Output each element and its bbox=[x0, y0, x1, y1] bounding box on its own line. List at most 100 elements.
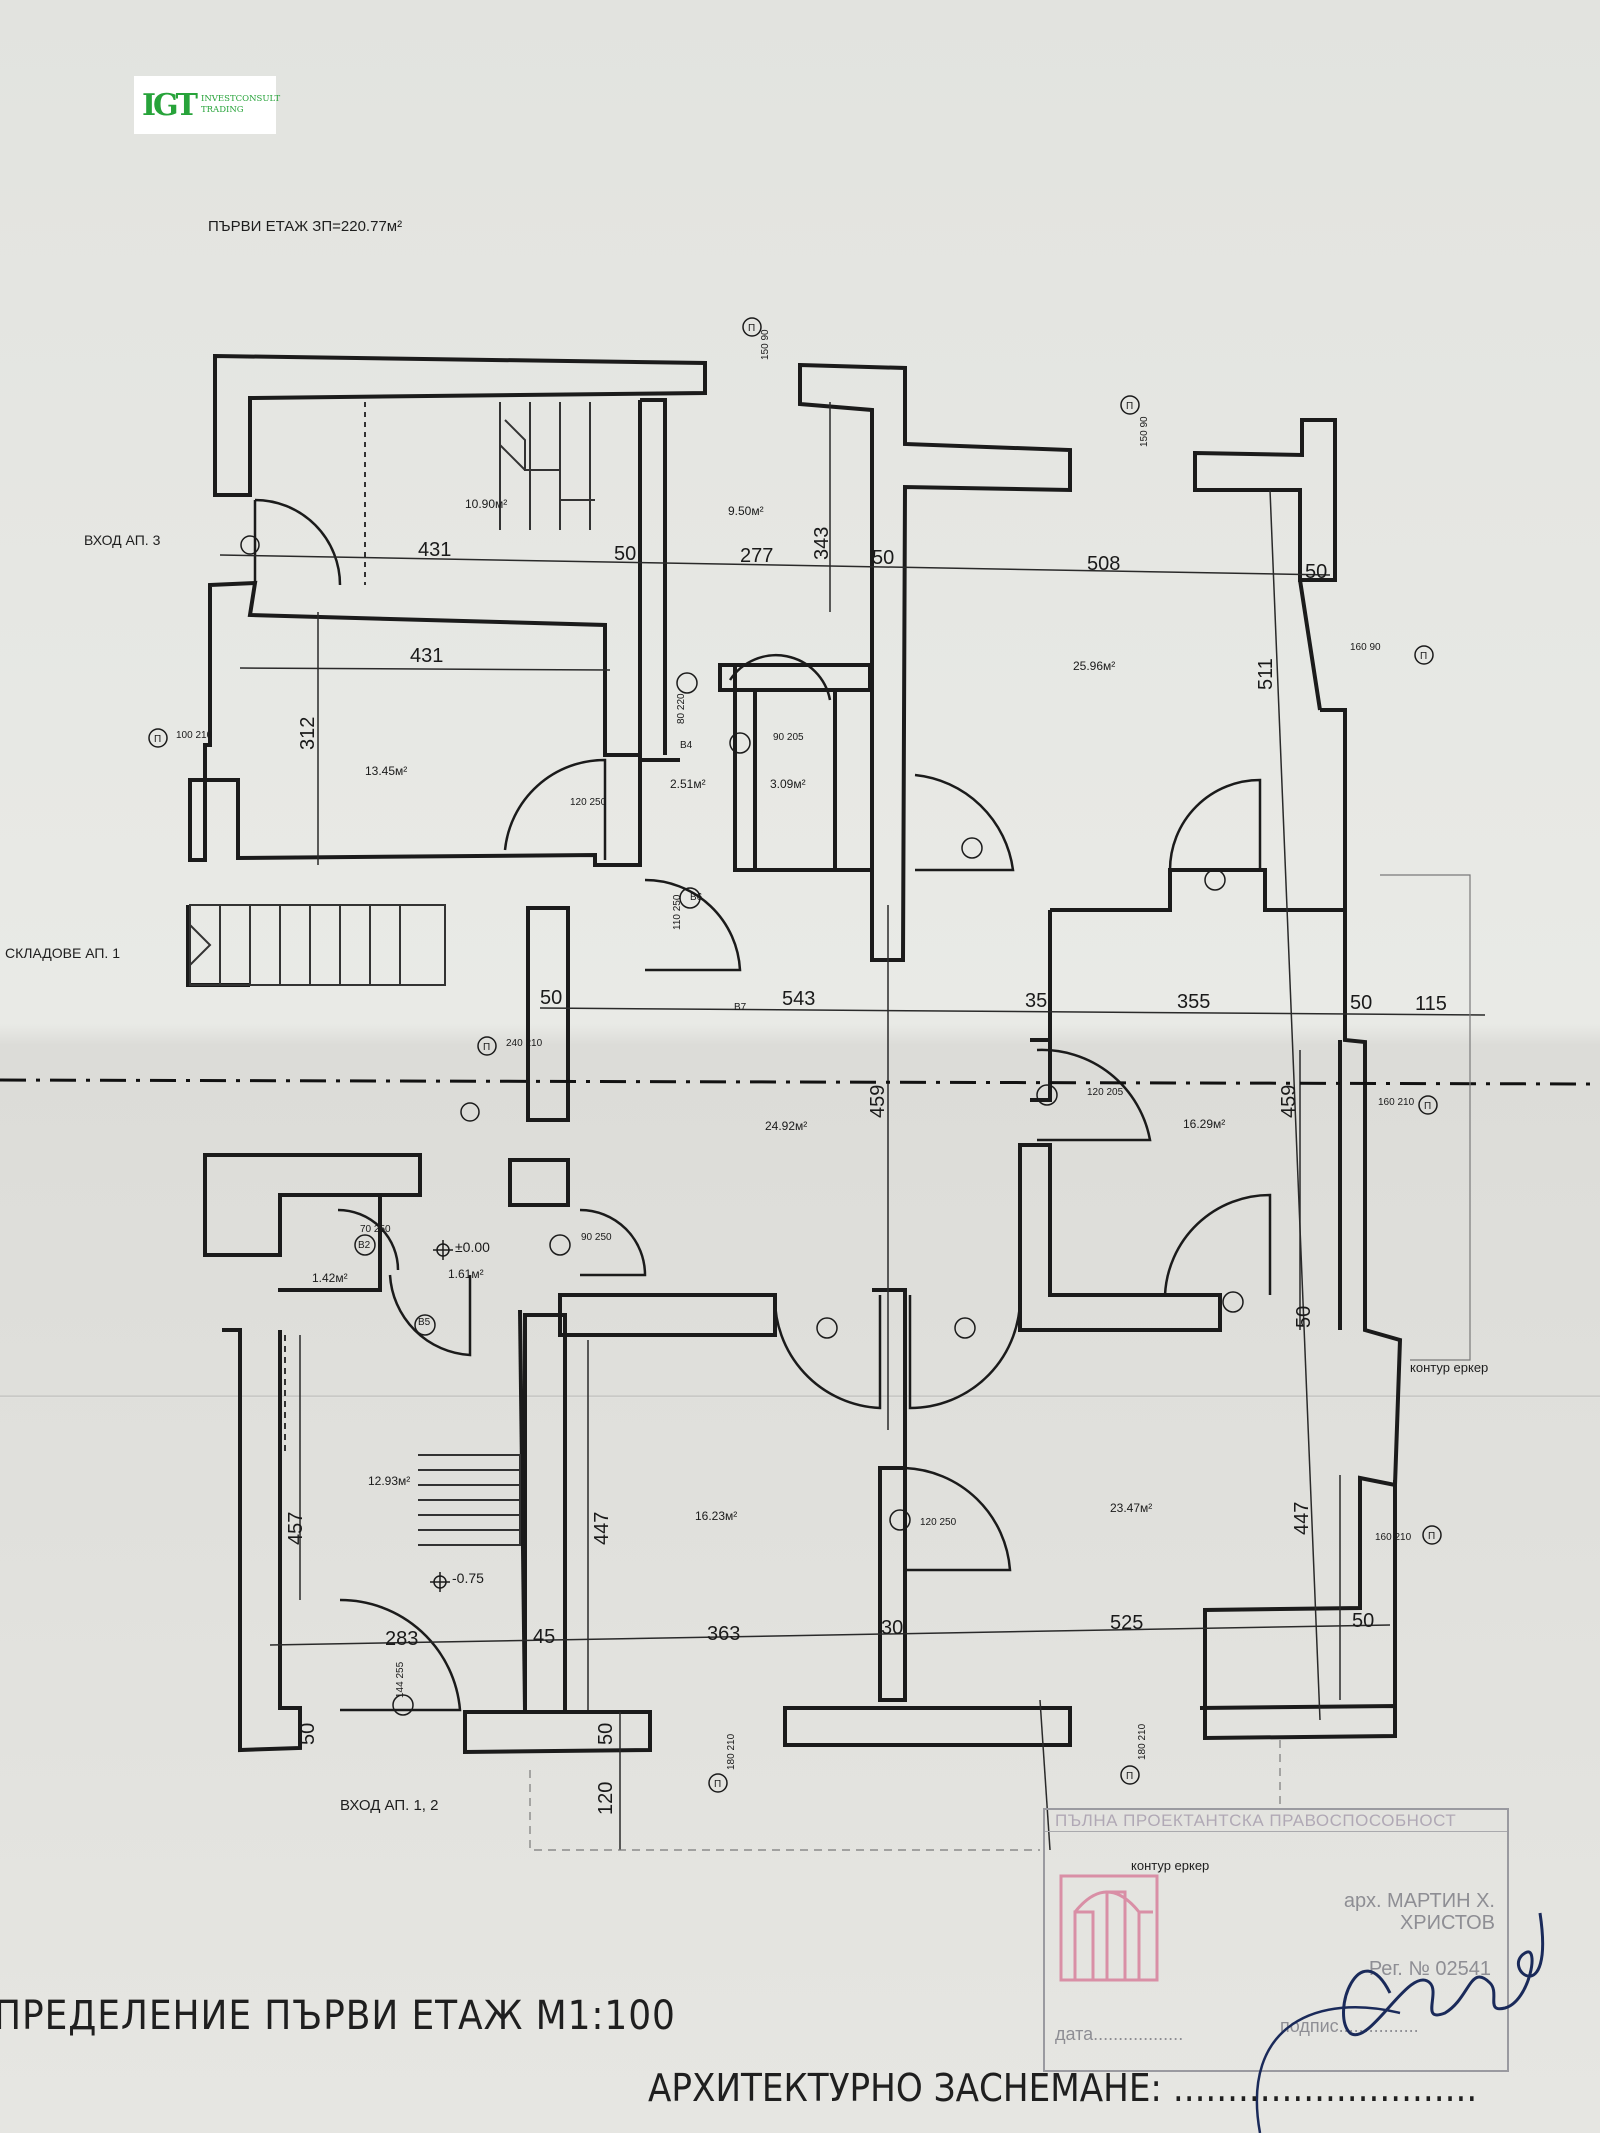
architect-name-line2: ХРИСТОВ bbox=[1399, 1912, 1495, 1934]
win-right2-dim: 160 210 bbox=[1378, 1097, 1415, 1108]
dim-50-f: 50 bbox=[1293, 1306, 1315, 1328]
door-b7-tag: В7 bbox=[734, 1002, 747, 1013]
room-area-wc: 3.09м² bbox=[770, 777, 806, 791]
win-left2-tag: П bbox=[483, 1042, 490, 1053]
wall-stairs-lower bbox=[518, 1309, 527, 1711]
dim-543: 543 bbox=[782, 988, 815, 1010]
dim-355: 355 bbox=[1177, 991, 1210, 1013]
opening-markers bbox=[148, 317, 1442, 1793]
level-zero: ±0.00 bbox=[455, 1239, 490, 1255]
win-right1-dim: 160 90 bbox=[1350, 642, 1381, 653]
room-area-se: 23.47м² bbox=[1110, 1501, 1152, 1515]
logo-text-line2: TRADING bbox=[200, 105, 244, 115]
dim-431-mid: 431 bbox=[410, 645, 443, 667]
architectural-survey-label: АРХИТЕКТУРНО ЗАСНЕМАНЕ: ................… bbox=[648, 2066, 1478, 2110]
door-90-250-dim: 90 250 bbox=[581, 1232, 612, 1243]
win-right2-tag: П bbox=[1424, 1101, 1431, 1112]
win-bottom1-dim: 180 210 bbox=[726, 1733, 737, 1770]
architect-name: арх. МАРТИН Х. ХРИСТОВ bbox=[1344, 1890, 1495, 1934]
wall-wc2 bbox=[278, 1193, 382, 1292]
stamp-seal-icon bbox=[1059, 1874, 1159, 1982]
wall-bottom-inner bbox=[523, 1293, 777, 1710]
drawing-title: ПРЕДЕЛЕНИЕ ПЪРВИ ЕТАЖ М1:100 bbox=[0, 1993, 676, 2039]
win-right3-tag: П bbox=[1428, 1531, 1435, 1542]
wall-top-right bbox=[1193, 418, 1337, 582]
dim-343: 343 bbox=[811, 527, 833, 560]
room-area-s: 16.23м² bbox=[695, 1509, 737, 1523]
door-b2-tag: В2 bbox=[358, 1240, 371, 1251]
win-bottom1-tag: П bbox=[714, 1779, 721, 1790]
dim-511: 511 bbox=[1255, 658, 1277, 690]
stairs-storage-icon bbox=[189, 904, 446, 986]
architect-name-line1: арх. МАРТИН Х. bbox=[1343, 1890, 1495, 1912]
entrance-ap12-label: ВХОД АП. 1, 2 bbox=[340, 1797, 439, 1814]
wall-left-upper bbox=[188, 580, 642, 867]
dim-35: 35 bbox=[1025, 990, 1047, 1012]
wall-top-left bbox=[213, 353, 707, 497]
paper-fold bbox=[0, 1395, 1600, 1398]
win-left-dim: 100 210 bbox=[176, 730, 213, 741]
win-right3-dim: 160 210 bbox=[1375, 1532, 1412, 1543]
dim-283: 283 bbox=[385, 1628, 418, 1650]
dim-459-b: 459 bbox=[1278, 1085, 1300, 1118]
wall-right-inner bbox=[1298, 579, 1342, 1330]
door-144-255-dim: 144 255 bbox=[395, 1661, 406, 1698]
dim-277: 277 bbox=[740, 545, 773, 567]
dim-459-a: 459 bbox=[867, 1085, 889, 1118]
dim-120: 120 bbox=[595, 1782, 617, 1815]
level-minus: -0.75 bbox=[452, 1570, 484, 1586]
door-90-205-dim: 90 205 bbox=[773, 732, 804, 743]
registration-number: Рег. № 02541 bbox=[1368, 1958, 1491, 1980]
win-bottom2-dim: 180 210 bbox=[1137, 1723, 1148, 1760]
room-area-hall-small: 2.51м² bbox=[670, 777, 706, 791]
dim-50-h: 50 bbox=[297, 1723, 319, 1745]
win-top1-tag: П bbox=[748, 323, 755, 334]
dim-50-g: 50 bbox=[1352, 1610, 1374, 1632]
axis-line bbox=[0, 1078, 1600, 1086]
wall-hall-core bbox=[733, 665, 873, 872]
stamp-signature-field: подпис................ bbox=[1280, 2016, 1419, 2036]
room-area-hall-central: 24.92м² bbox=[765, 1119, 807, 1133]
dim-50-i: 50 bbox=[595, 1723, 617, 1745]
door-120-250-dim: 120 250 bbox=[570, 797, 607, 808]
stamp-date-field: дата.................. bbox=[1055, 2024, 1184, 2044]
wall-top-mid bbox=[798, 362, 1072, 962]
wall-left-lower bbox=[203, 1153, 422, 1257]
dim-50-a: 50 bbox=[614, 543, 636, 565]
bay-contour-bottom bbox=[529, 1740, 1281, 1851]
logo-mark: IGT bbox=[142, 87, 198, 123]
dim-525: 525 bbox=[1110, 1612, 1143, 1634]
door-70-250-dim: 70 250 bbox=[360, 1224, 391, 1235]
stairs-top-icon bbox=[364, 402, 595, 585]
door-120-205-dim: 120 205 bbox=[1087, 1087, 1124, 1098]
room-area-stairs-bottom: 12.93м² bbox=[368, 1474, 410, 1488]
dim-50-d: 50 bbox=[540, 987, 562, 1009]
door-110-250-dim: 110 250 bbox=[672, 894, 683, 930]
level-marker-icons bbox=[430, 1240, 453, 1592]
dim-50-e: 50 bbox=[1350, 992, 1372, 1014]
room-area-hall-2: 1.61м² bbox=[448, 1267, 484, 1281]
dim-30: 30 bbox=[881, 1617, 903, 1639]
wall-stair-mid bbox=[508, 906, 570, 1207]
dim-45: 45 bbox=[533, 1626, 555, 1648]
dim-363: 363 bbox=[707, 1623, 740, 1645]
win-left-tag: П bbox=[154, 734, 161, 745]
door-b4-tag: В4 bbox=[680, 740, 693, 751]
dim-447-b: 447 bbox=[1291, 1502, 1313, 1535]
door-b5-tag: В5 bbox=[418, 1317, 431, 1328]
win-top1-dim: 150 90 bbox=[760, 329, 771, 360]
room-area-w: 13.45м² bbox=[365, 764, 407, 778]
room-area-e: 16.29м² bbox=[1183, 1117, 1225, 1131]
room-area-wc-2: 1.42м² bbox=[312, 1271, 348, 1285]
dim-50-c: 50 bbox=[1305, 561, 1327, 583]
room-area-big-ne: 25.96м² bbox=[1073, 659, 1115, 673]
company-logo: IGT INVESTCONSULT TRADING bbox=[134, 76, 280, 134]
dim-312: 312 bbox=[297, 717, 319, 750]
wall-stair-top bbox=[215, 398, 252, 497]
wall-bottom-left bbox=[222, 1328, 302, 1753]
door-b6-tag: В6 bbox=[690, 892, 703, 903]
door-swings bbox=[253, 498, 1272, 1712]
dim-447-a: 447 bbox=[591, 1512, 613, 1545]
wall-core-mid bbox=[718, 663, 872, 692]
